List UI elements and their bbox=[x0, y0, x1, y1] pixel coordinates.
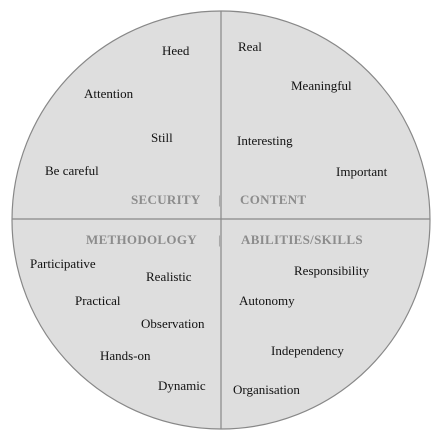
word-practical: Practical bbox=[75, 293, 121, 308]
word-participative: Participative bbox=[30, 256, 96, 271]
word-autonomy: Autonomy bbox=[239, 293, 295, 308]
quadrant-methodology: METHODOLOGY Participative Realistic Prac… bbox=[30, 232, 206, 393]
word-important: Important bbox=[336, 164, 388, 179]
separator-bottom: | bbox=[218, 232, 221, 247]
word-dynamic: Dynamic bbox=[158, 378, 206, 393]
word-hands-on: Hands-on bbox=[100, 348, 151, 363]
heading-abilities-skills: ABILITIES/SKILLS bbox=[241, 232, 363, 247]
quadrant-abilities-skills: ABILITIES/SKILLS Responsibility Autonomy… bbox=[233, 232, 370, 397]
word-be-careful: Be careful bbox=[45, 163, 99, 178]
heading-methodology: METHODOLOGY bbox=[86, 232, 197, 247]
word-attention: Attention bbox=[84, 86, 134, 101]
word-interesting: Interesting bbox=[237, 133, 293, 148]
heading-content: CONTENT bbox=[240, 192, 306, 207]
word-meaningful: Meaningful bbox=[291, 78, 352, 93]
word-heed: Heed bbox=[162, 43, 190, 58]
word-responsibility: Responsibility bbox=[294, 263, 370, 278]
word-organisation: Organisation bbox=[233, 382, 300, 397]
word-independency: Independency bbox=[271, 343, 344, 358]
quadrant-content: Real Meaningful Interesting Important CO… bbox=[237, 39, 388, 207]
quadrant-security: Heed Attention Still Be careful SECURITY bbox=[45, 43, 201, 207]
word-realistic: Realistic bbox=[146, 269, 192, 284]
heading-security: SECURITY bbox=[131, 192, 201, 207]
word-real: Real bbox=[238, 39, 262, 54]
separator-top: | bbox=[218, 192, 221, 207]
word-observation: Observation bbox=[141, 316, 205, 331]
word-still: Still bbox=[151, 130, 173, 145]
